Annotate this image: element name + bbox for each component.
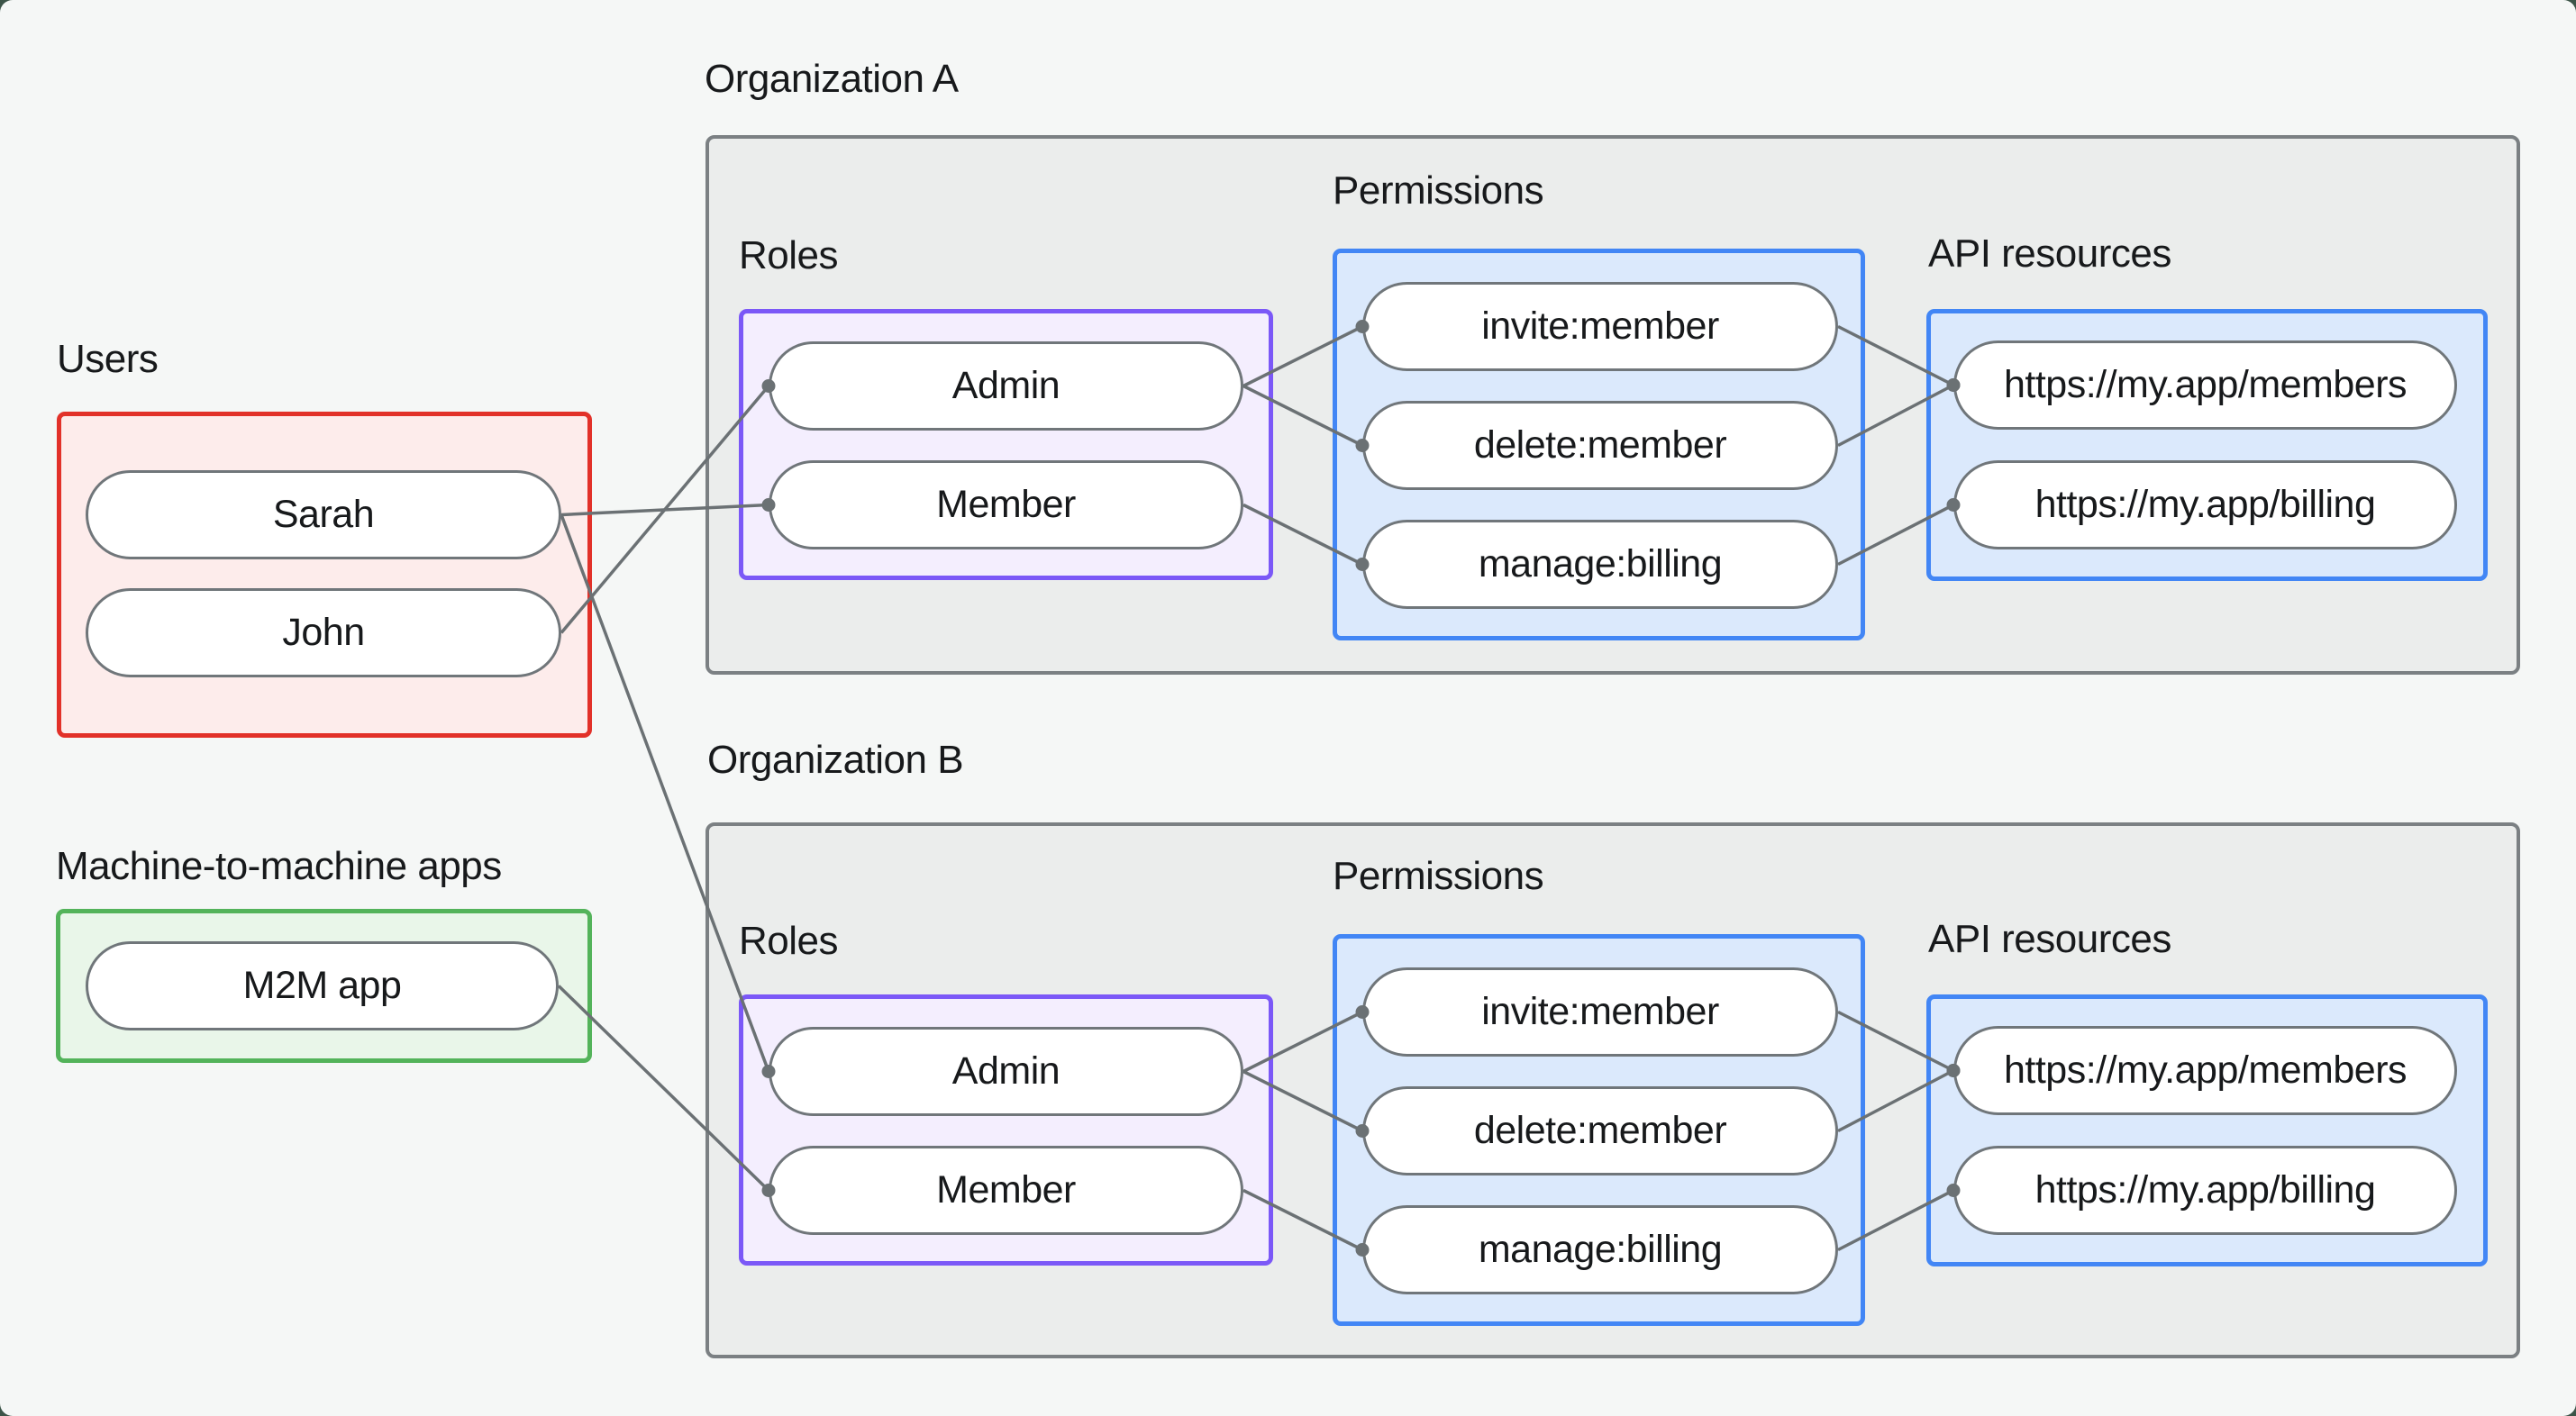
node-pill-deleteB: delete:member: [1362, 1086, 1838, 1175]
node-pill-manageA: manage:billing: [1362, 520, 1838, 609]
users-group-box: [57, 412, 592, 738]
users-title: Users: [57, 337, 159, 381]
org-a-title: Organization A: [705, 57, 959, 101]
node-pill-sarah: Sarah: [86, 470, 561, 559]
m2m-title: Machine-to-machine apps: [56, 844, 502, 888]
org-a-permissions-title: Permissions: [1333, 168, 1544, 213]
node-pill-billingA: https://my.app/billing: [1953, 460, 2457, 549]
node-pill-membersA: https://my.app/members: [1953, 340, 2457, 430]
org-b-api-resources-title: API resources: [1928, 917, 2171, 961]
org-b-roles-title: Roles: [739, 919, 839, 963]
node-pill-manageB: manage:billing: [1362, 1205, 1838, 1294]
node-pill-membersB: https://my.app/members: [1953, 1026, 2457, 1115]
node-pill-inviteA: invite:member: [1362, 282, 1838, 371]
node-pill-memberB: Member: [769, 1146, 1243, 1235]
org-a-api-resources-title: API resources: [1928, 231, 2171, 276]
org-b-title: Organization B: [707, 738, 964, 782]
node-pill-john: John: [86, 588, 561, 677]
node-pill-billingB: https://my.app/billing: [1953, 1146, 2457, 1235]
org-a-roles-title: Roles: [739, 233, 839, 277]
node-pill-memberA: Member: [769, 460, 1243, 549]
node-pill-inviteB: invite:member: [1362, 967, 1838, 1057]
node-pill-adminA: Admin: [769, 341, 1243, 431]
node-pill-deleteA: delete:member: [1362, 401, 1838, 490]
node-pill-m2m: M2M app: [86, 941, 559, 1030]
org-b-permissions-title: Permissions: [1333, 854, 1544, 898]
node-pill-adminB: Admin: [769, 1027, 1243, 1116]
